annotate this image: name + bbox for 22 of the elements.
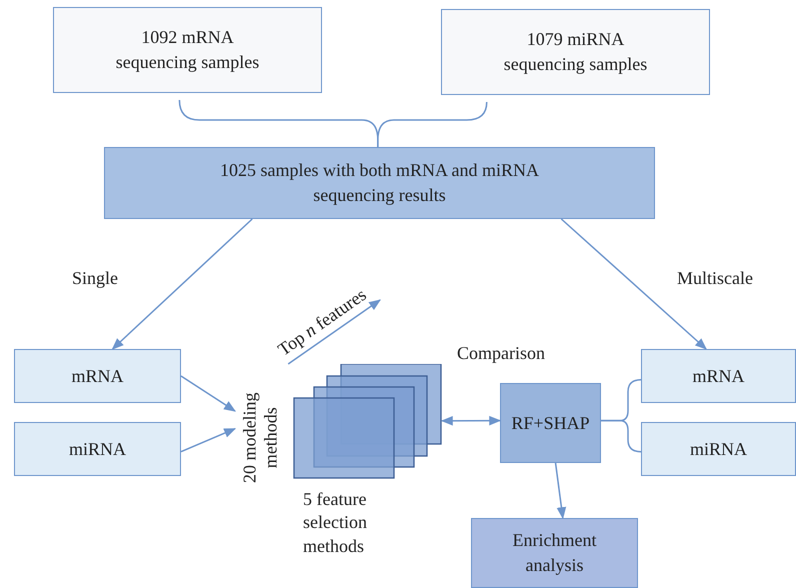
process-box: Enrichment analysis <box>471 518 638 588</box>
arrow <box>554 462 566 520</box>
arrow <box>180 428 236 452</box>
arrow <box>288 299 381 365</box>
process-box: 1079 miRNA sequencing samples <box>441 9 710 95</box>
process-box: mRNA <box>14 349 181 403</box>
edge-label: Comparison <box>457 344 545 362</box>
node-label: 5 feature selection methods <box>303 488 368 558</box>
arrow <box>560 218 707 350</box>
process-box: miRNA <box>641 422 796 476</box>
arrow <box>112 218 253 350</box>
arrow <box>180 375 236 412</box>
edge-label: Single <box>72 269 118 287</box>
arrow <box>440 416 502 426</box>
process-box: 1025 samples with both mRNA and miRNA sequencing results <box>104 147 655 219</box>
process-box: 1092 mRNA sequencing samples <box>53 7 322 93</box>
process-box: mRNA <box>641 349 796 403</box>
process-box: RF+SHAP <box>500 383 601 463</box>
edge-label: Multiscale <box>677 269 753 287</box>
node-label: 20 modeling methods <box>239 391 281 485</box>
curly-brace-connector <box>377 102 488 147</box>
process-box: miRNA <box>14 422 181 476</box>
